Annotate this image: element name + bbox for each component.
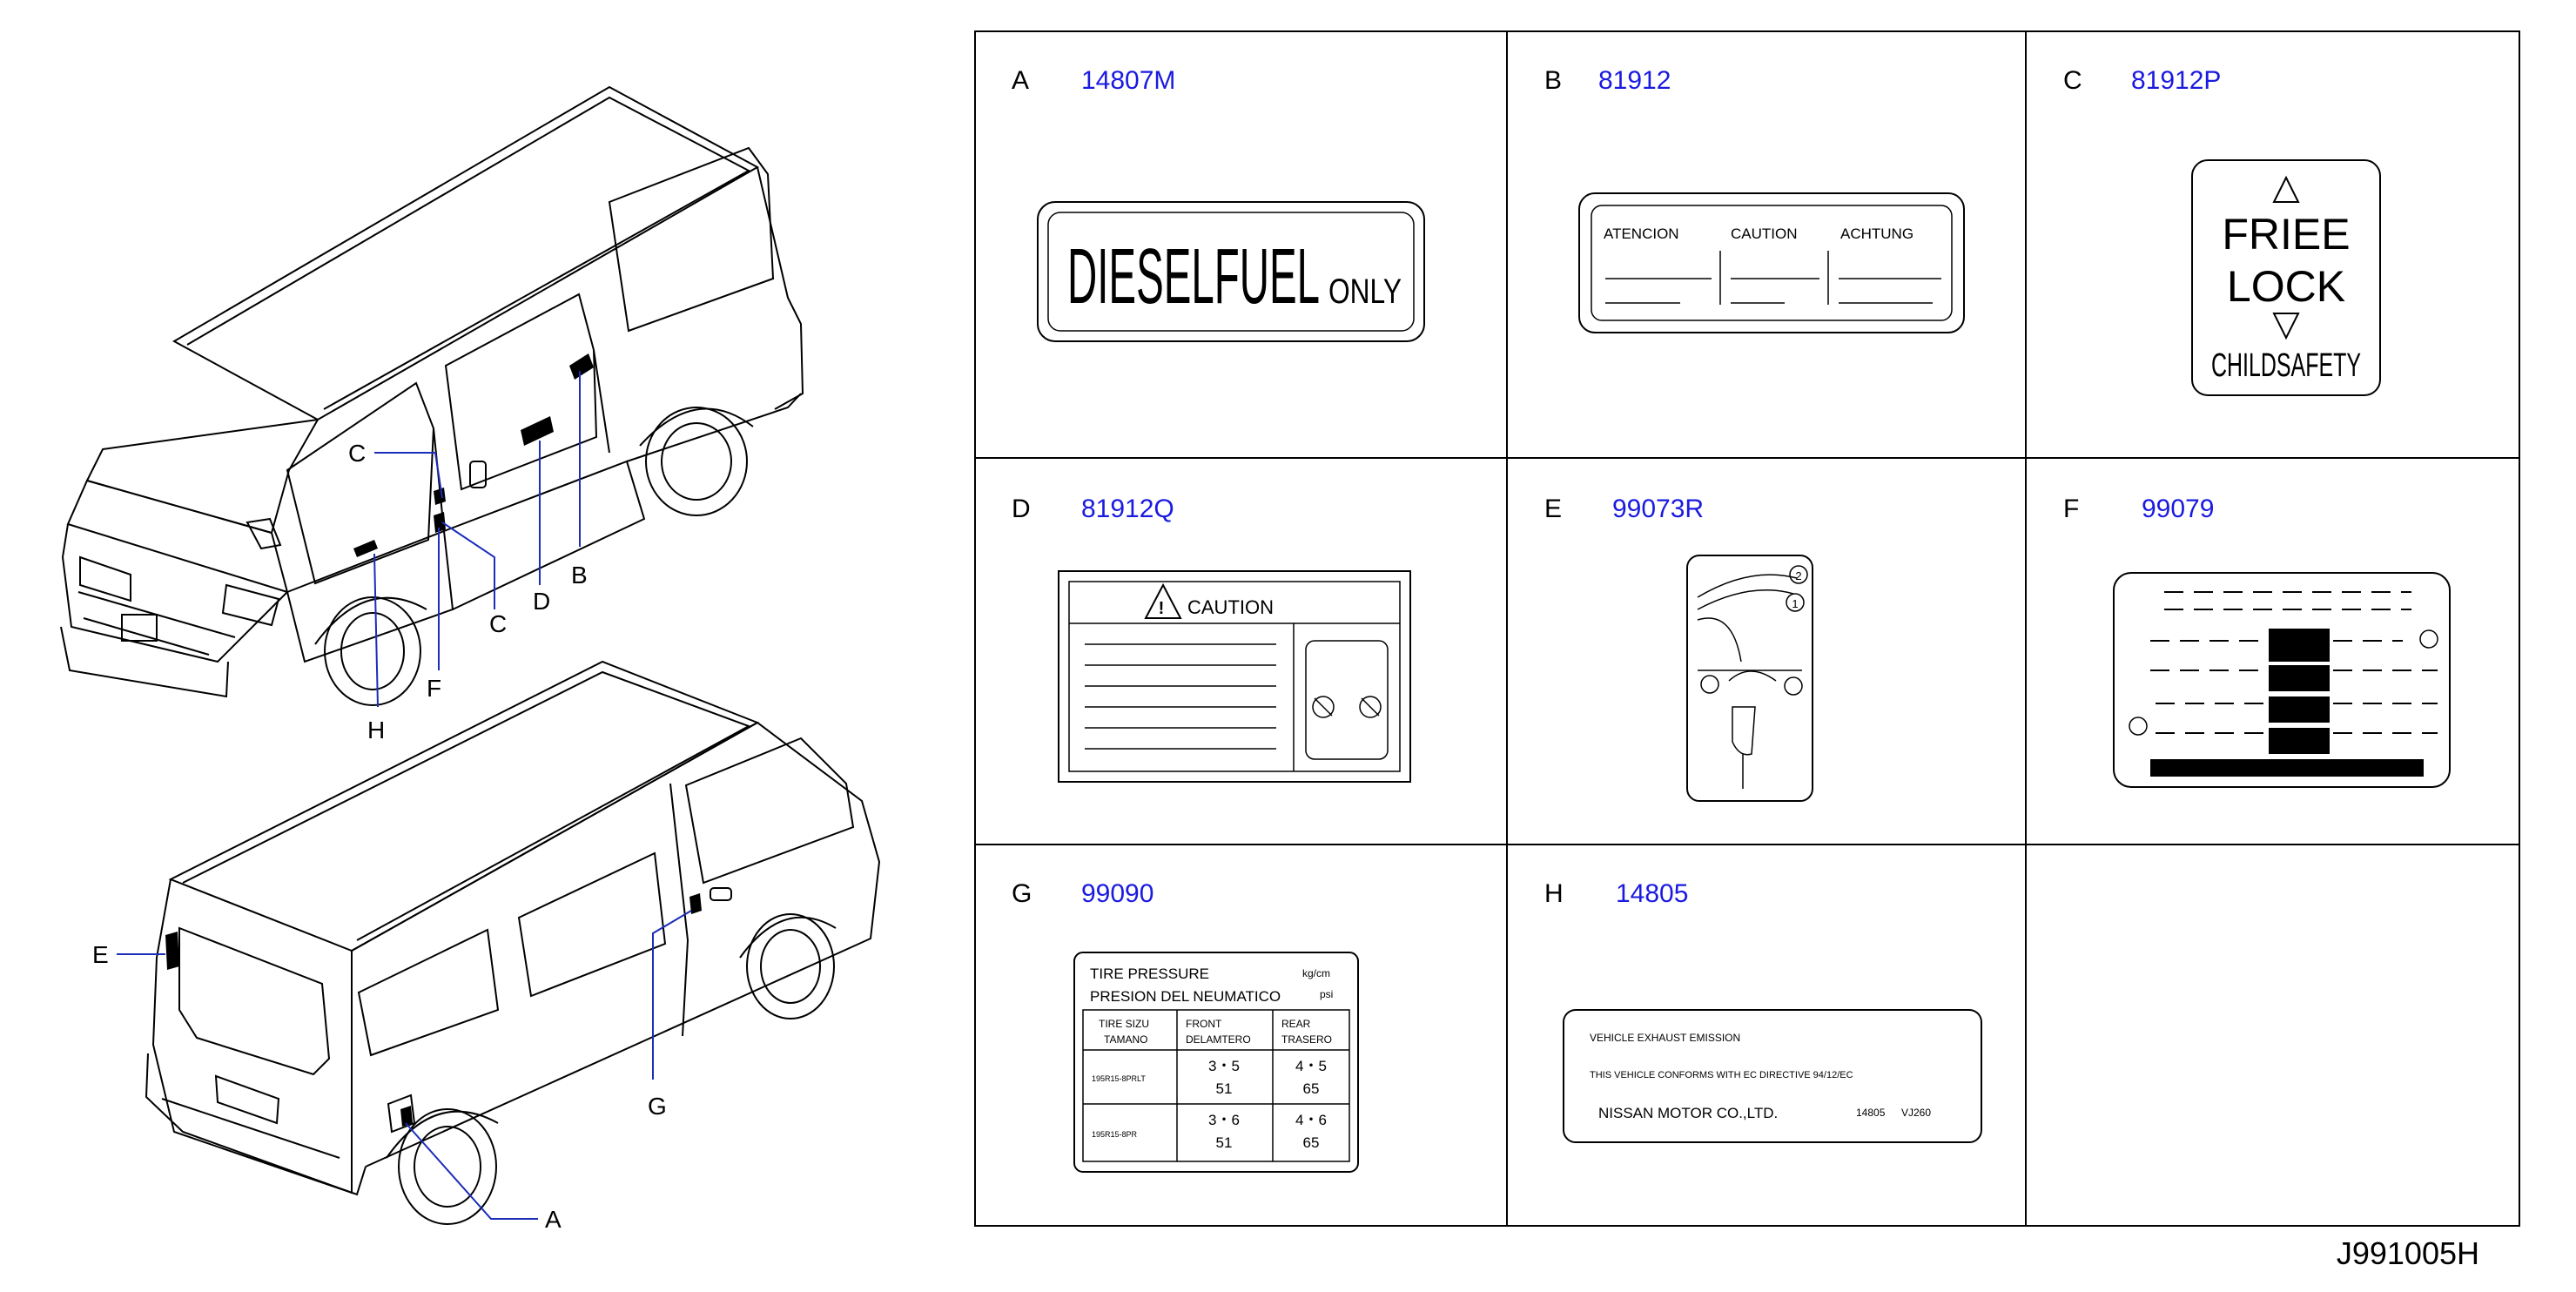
svg-text:E: E (1544, 495, 1562, 523)
svg-text:VEHICLE EXHAUST EMISSION: VEHICLE EXHAUST EMISSION (1590, 1032, 1740, 1044)
svg-text:VJ260: VJ260 (1901, 1107, 1931, 1119)
cell-f-header: F 99079 (2063, 495, 2214, 523)
van-rear-label-marks (165, 893, 702, 1127)
svg-text:4・5: 4・5 (1295, 1058, 1327, 1074)
svg-text:F: F (2063, 495, 2079, 523)
svg-text:DELAMTERO: DELAMTERO (1186, 1033, 1251, 1046)
callout-g: G (648, 1093, 667, 1120)
svg-text:3・5: 3・5 (1208, 1058, 1240, 1074)
svg-text:14805: 14805 (1616, 879, 1688, 908)
svg-text:81912P: 81912P (2131, 66, 2221, 95)
van-rear-leaders (117, 910, 692, 1220)
svg-text:C: C (2063, 66, 2082, 95)
svg-text:195R15-8PRLT: 195R15-8PRLT (1092, 1074, 1146, 1083)
caution-trilingual-label: ATENCION CAUTION ACHTUNG (1578, 192, 1965, 333)
arrow-down-icon (2272, 313, 2300, 340)
svg-text:65: 65 (1303, 1134, 1320, 1151)
svg-text:DIESELFUEL: DIESELFUEL (1067, 233, 1320, 320)
cell-d-header: D 81912Q (1012, 495, 1174, 523)
callout-a: A (545, 1206, 562, 1233)
svg-text:LOCK: LOCK (2227, 262, 2345, 311)
svg-text:A: A (1012, 66, 1029, 95)
cell-g-header: G 99090 (1012, 879, 1153, 908)
svg-text:D: D (1012, 495, 1031, 523)
callout-c-mid: C (489, 610, 507, 637)
id-plate-label (2113, 572, 2451, 788)
callout-f: F (427, 675, 441, 702)
svg-text:ONLY: ONLY (1328, 273, 1402, 311)
svg-text:14805: 14805 (1856, 1107, 1886, 1119)
svg-text:G: G (1012, 879, 1032, 908)
svg-text:TIRE SIZU: TIRE SIZU (1099, 1018, 1149, 1030)
svg-text:FRIEE: FRIEE (2222, 210, 2350, 259)
svg-text:1: 1 (1792, 597, 1798, 610)
svg-text:psi: psi (1320, 988, 1333, 1000)
callout-b: B (571, 562, 588, 589)
svg-text:81912Q: 81912Q (1081, 495, 1174, 523)
cell-b-header: B 81912 (1544, 66, 1671, 95)
diagram-code: J991005H (2337, 1235, 2479, 1271)
svg-text:99079: 99079 (2142, 495, 2214, 523)
svg-text:TRASERO: TRASERO (1281, 1033, 1332, 1046)
svg-text:2: 2 (1795, 569, 1801, 582)
svg-text:81912: 81912 (1598, 66, 1671, 95)
callout-e: E (92, 941, 109, 968)
svg-text:CHILDSAFETY: CHILDSAFETY (2211, 347, 2361, 384)
callout-d: D (533, 588, 550, 615)
svg-text:14807M: 14807M (1081, 66, 1175, 95)
svg-text:4・6: 4・6 (1295, 1112, 1327, 1128)
cell-c-header: C 81912P (2063, 66, 2221, 95)
tire-pressure-label: TIRE PRESSURE kg/cm PRESION DEL NEUMATIC… (1073, 952, 1359, 1173)
callout-h: H (367, 717, 385, 744)
label-grid (974, 30, 2520, 1227)
van-front-view (60, 85, 804, 706)
caution-panel-label: ! CAUTION (1058, 570, 1411, 783)
svg-text:3・6: 3・6 (1208, 1112, 1240, 1128)
svg-text:65: 65 (1303, 1080, 1320, 1097)
svg-text:51: 51 (1216, 1134, 1233, 1151)
svg-text:195R15-8PR: 195R15-8PR (1092, 1130, 1138, 1139)
van-rear-view (145, 660, 881, 1225)
svg-text:THIS VEHICLE CONFORMS: THIS VEHICLE CONFORMS WITH EC DIRECTIVE … (1590, 1070, 1853, 1080)
van-front-label-marks (353, 353, 594, 557)
svg-text:NISSAN MOTOR CO.,LTD.: NISSAN MOTOR CO.,LTD. (1598, 1105, 1778, 1121)
svg-text:B: B (1544, 66, 1562, 95)
arrow-up-icon (2272, 175, 2300, 203)
svg-text:H: H (1544, 879, 1564, 908)
svg-text:kg/cm: kg/cm (1302, 967, 1330, 979)
svg-text:99073R: 99073R (1612, 495, 1704, 523)
cell-h-header: H 14805 (1544, 879, 1688, 908)
svg-text:PRESION DEL NEUMATICO: PRESION DEL NEUMATICO (1090, 988, 1281, 1005)
van-front-leaders (373, 371, 581, 708)
cell-a-header: A 14807M (1012, 66, 1175, 95)
svg-text:99090: 99090 (1081, 879, 1153, 908)
child-safety-lock-label: FRIEE LOCK CHILDSAFETY (2191, 159, 2381, 396)
svg-text:CAUTION: CAUTION (1731, 225, 1798, 242)
svg-text:ACHTUNG: ACHTUNG (1840, 225, 1914, 242)
svg-text:TIRE PRESSURE: TIRE PRESSURE (1090, 966, 1209, 982)
svg-text:TAMANO: TAMANO (1104, 1033, 1147, 1046)
svg-text:FRONT: FRONT (1186, 1018, 1222, 1030)
emission-label: VEHICLE EXHAUST EMISSION THIS VEHICLE CO… (1563, 1009, 1982, 1143)
svg-text:CAUTION: CAUTION (1187, 596, 1274, 618)
no-smoking-icon (1312, 696, 1382, 718)
wiper-pictogram-label: 2 1 (1686, 555, 1813, 802)
diesel-fuel-label: DIESELFUEL ONLY (1037, 201, 1425, 342)
svg-text:!: ! (1159, 599, 1165, 618)
svg-text:ATENCION: ATENCION (1604, 225, 1679, 242)
warning-triangle-icon (1144, 582, 1182, 619)
tire-row: 195R15-8PR 3・6 51 4・6 65 (1092, 1112, 1327, 1151)
callout-c-top: C (348, 440, 366, 467)
svg-text:51: 51 (1216, 1080, 1233, 1097)
svg-text:REAR: REAR (1281, 1018, 1311, 1030)
tire-row: 195R15-8PRLT 3・5 51 4・5 65 (1092, 1058, 1327, 1097)
cell-e-header: E 99073R (1544, 495, 1704, 523)
